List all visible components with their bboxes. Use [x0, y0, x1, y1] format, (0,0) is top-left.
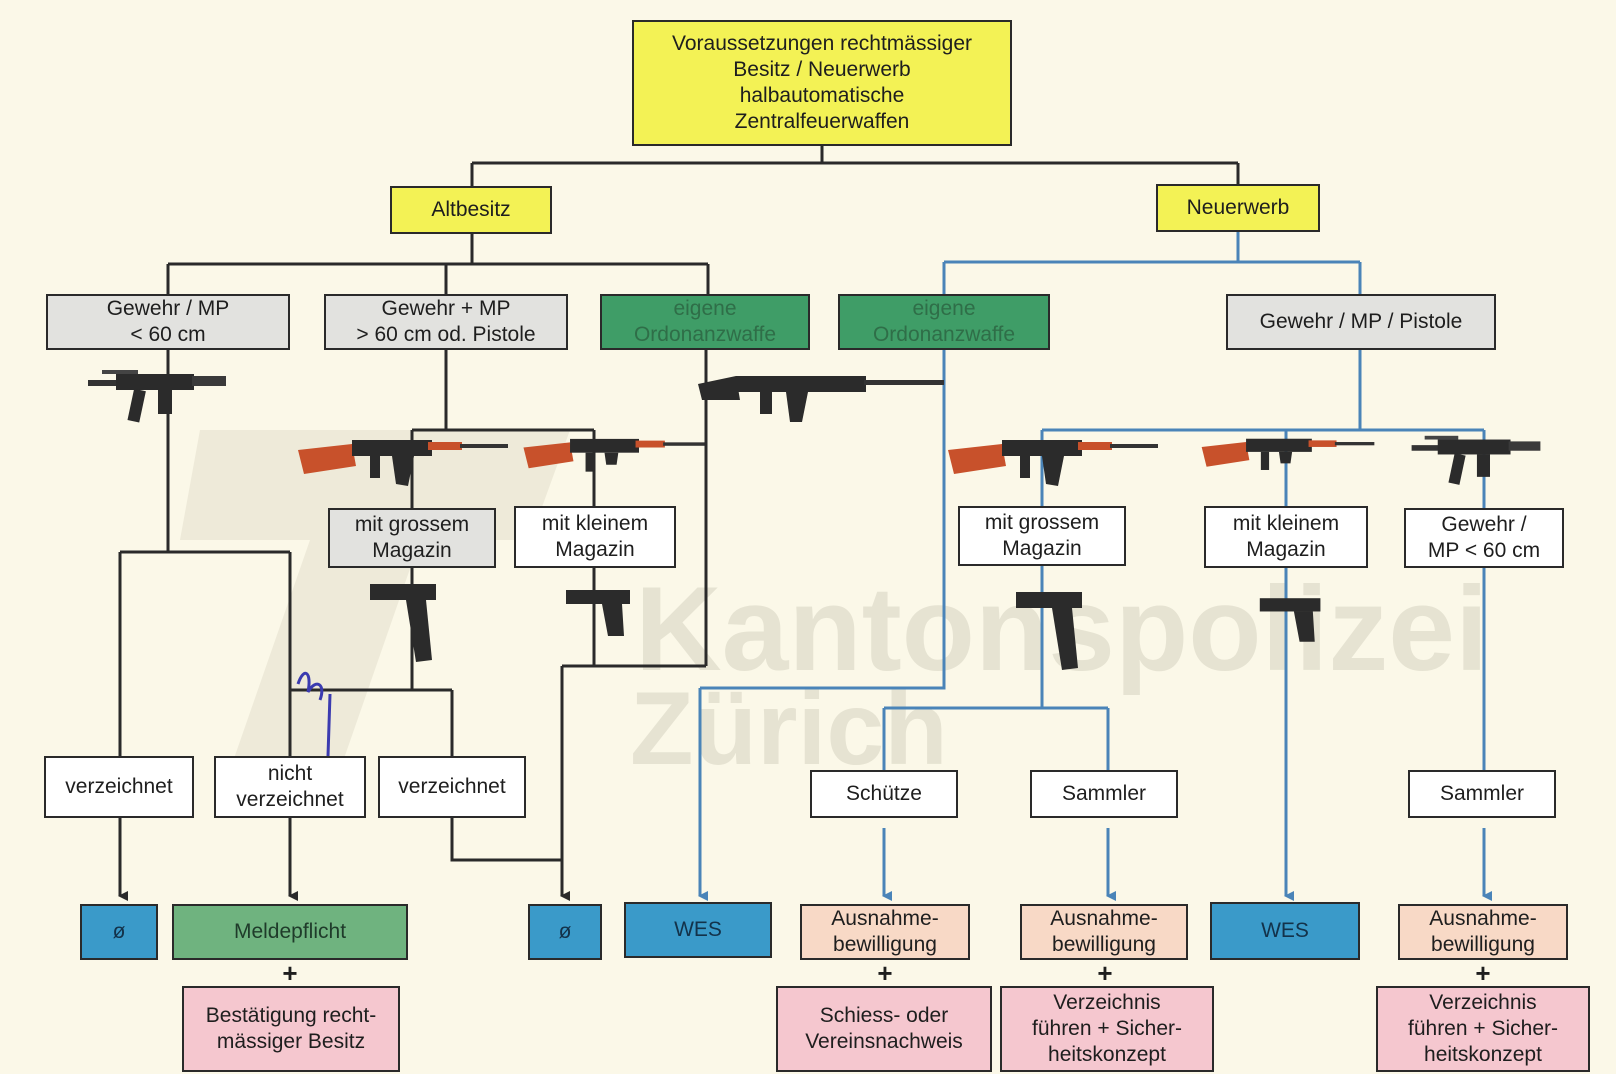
node-ordonnanz-left: eigene Ordonanzwaffe — [600, 294, 810, 350]
node-right-short: Gewehr / MP < 60 cm — [1404, 508, 1564, 568]
node-meldepflicht: Meldepflicht — [172, 904, 408, 960]
node-verzeichnis-1: Verzeichnis führen + Sicher- heitskonzep… — [1000, 986, 1214, 1072]
node-ausnahme-1: Ausnahme- bewilligung — [800, 904, 970, 960]
assault-rifle-icon — [1201, 438, 1375, 470]
pistol-icon — [566, 590, 630, 636]
node-wes-1: WES — [624, 902, 772, 958]
watermark-line-2: Zürich — [630, 671, 948, 787]
plus-sign: + — [1475, 958, 1491, 988]
node-gewehr-mp-short: Gewehr / MP < 60 cm — [46, 294, 290, 350]
assault-rifle-icon — [523, 438, 705, 472]
node-bestaetigung: Bestätigung recht- mässiger Besitz — [182, 986, 400, 1072]
node-right-small-mag: mit kleinem Magazin — [1204, 506, 1368, 568]
node-neuerwerb: Neuerwerb — [1156, 184, 1320, 232]
node-left-big-mag: mit grossem Magazin — [328, 508, 496, 568]
assault-rifle-icon — [298, 440, 508, 486]
node-schiessnachweis: Schiess- oder Vereinsnachweis — [776, 986, 992, 1072]
node-schuetze: Schütze — [810, 770, 958, 818]
node-verzeichnis-2: Verzeichnis führen + Sicher- heitskonzep… — [1376, 986, 1590, 1072]
pistol-icon — [1016, 592, 1082, 670]
handwritten-mark — [296, 671, 332, 757]
plus-sign: + — [1097, 958, 1113, 988]
node-sammler-1: Sammler — [1030, 770, 1178, 818]
assault-rifle-icon — [948, 440, 1158, 486]
node-gewehr-mp-long: Gewehr + MP > 60 cm od. Pistole — [324, 294, 568, 350]
node-right-big-mag: mit grossem Magazin — [958, 506, 1126, 566]
plus-sign: + — [282, 958, 298, 988]
service-rifle-icon — [698, 376, 944, 422]
diagram-title: Voraussetzungen rechtmässiger Besitz / N… — [632, 20, 1012, 146]
node-gewehr-mp-pistole: Gewehr / MP / Pistole — [1226, 294, 1496, 350]
node-ausnahme-2: Ausnahme- bewilligung — [1020, 904, 1188, 960]
submachine-gun-icon — [1411, 435, 1541, 485]
node-altbesitz: Altbesitz — [390, 186, 552, 234]
pistol-icon — [1259, 598, 1321, 642]
node-nicht-verzeichnet: nicht verzeichnet — [214, 756, 366, 818]
pistol-icon — [370, 584, 436, 662]
node-left-small-mag: mit kleinem Magazin — [514, 506, 676, 568]
plus-sign: + — [877, 958, 893, 988]
node-ausnahme-3: Ausnahme- bewilligung — [1398, 904, 1568, 960]
node-ordonnanz-right: eigene Ordonanzwaffe — [838, 294, 1050, 350]
node-wes-2: WES — [1210, 902, 1360, 960]
node-verzeichnet-2: verzeichnet — [378, 756, 526, 818]
node-sammler-2: Sammler — [1408, 770, 1556, 818]
node-verzeichnet-1: verzeichnet — [44, 756, 194, 818]
node-none-1: ø — [80, 904, 158, 960]
node-none-2: ø — [528, 904, 602, 960]
submachine-gun-icon — [88, 370, 226, 423]
